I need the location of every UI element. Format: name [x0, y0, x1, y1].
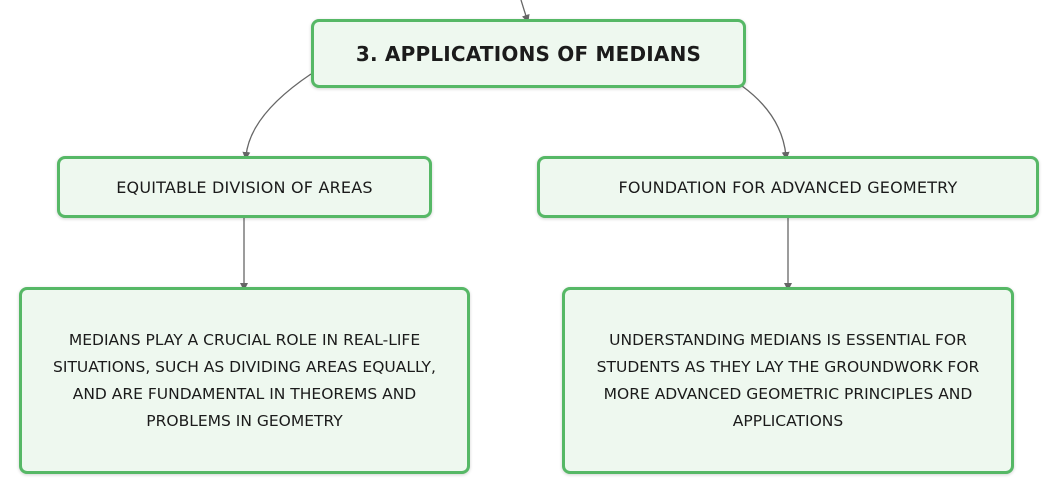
detail-node-text: UNDERSTANDING MEDIANS IS ESSENTIAL FOR S… [596, 330, 980, 430]
connector-root-to-left [242, 73, 312, 160]
root-node[interactable]: 3. APPLICATIONS OF MEDIANS [311, 19, 746, 88]
incoming-connector [520, 0, 530, 23]
branch-node-advanced-geometry[interactable]: FOUNDATION FOR ADVANCED GEOMETRY [537, 156, 1039, 218]
root-node-label: 3. APPLICATIONS OF MEDIANS [355, 41, 702, 66]
branch-node-label: FOUNDATION FOR ADVANCED GEOMETRY [618, 177, 958, 197]
branch-node-label: EQUITABLE DIVISION OF AREAS [116, 177, 373, 197]
connector-root-to-right [741, 85, 790, 160]
branch-node-equitable-division[interactable]: EQUITABLE DIVISION OF AREAS [57, 156, 432, 218]
detail-node-equitable-division[interactable]: MEDIANS PLAY A CRUCIAL ROLE IN REAL-LIFE… [19, 287, 470, 474]
detail-node-text: MEDIANS PLAY A CRUCIAL ROLE IN REAL-LIFE… [53, 330, 436, 430]
detail-node-advanced-geometry[interactable]: UNDERSTANDING MEDIANS IS ESSENTIAL FOR S… [562, 287, 1014, 474]
